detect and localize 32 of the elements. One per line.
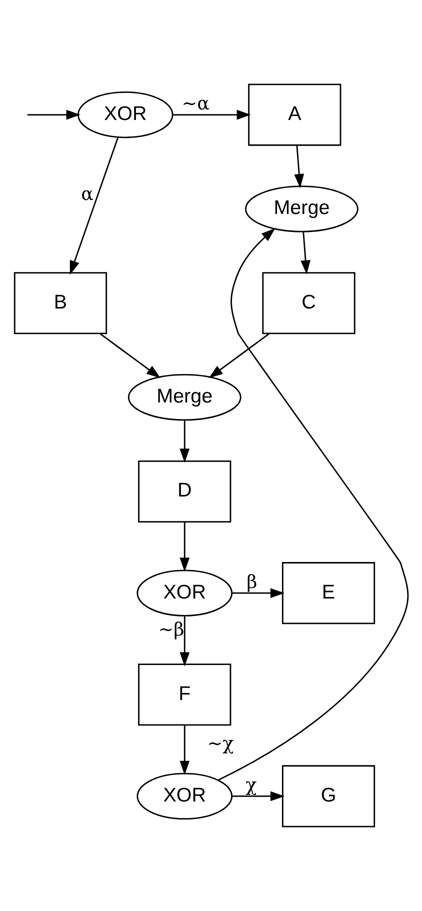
node-ellipse: XOR <box>136 772 232 820</box>
node-box: F <box>138 664 231 726</box>
arrow <box>218 228 408 781</box>
arrow <box>300 232 310 274</box>
node-ellipse: XOR <box>136 570 232 616</box>
edge-label: ~β <box>158 619 184 640</box>
edge-label: ~α <box>181 94 210 115</box>
node-box: G <box>281 765 375 828</box>
edge-label: ~χ <box>206 734 234 755</box>
arrow <box>179 522 190 572</box>
arrow <box>231 791 284 802</box>
node-box: C <box>262 272 355 334</box>
node-box: D <box>138 460 231 523</box>
node-ellipse: XOR <box>76 91 173 138</box>
arrow <box>100 333 160 378</box>
arrow <box>179 725 190 775</box>
arrow <box>69 137 118 275</box>
node-box: A <box>248 84 341 146</box>
arrow <box>172 110 250 120</box>
edge-label: χ <box>245 775 256 796</box>
node-box: B <box>13 272 107 334</box>
node-ellipse: Merge <box>244 186 358 232</box>
node-ellipse: Merge <box>127 374 241 421</box>
arrow <box>26 110 80 120</box>
arrow <box>208 333 269 378</box>
edge-label: β <box>246 572 257 593</box>
arrow <box>294 146 304 188</box>
arrow <box>231 588 284 598</box>
arrow <box>179 616 190 666</box>
node-box: E <box>281 562 375 624</box>
arrow <box>179 420 190 463</box>
edge-label: α <box>80 184 94 205</box>
